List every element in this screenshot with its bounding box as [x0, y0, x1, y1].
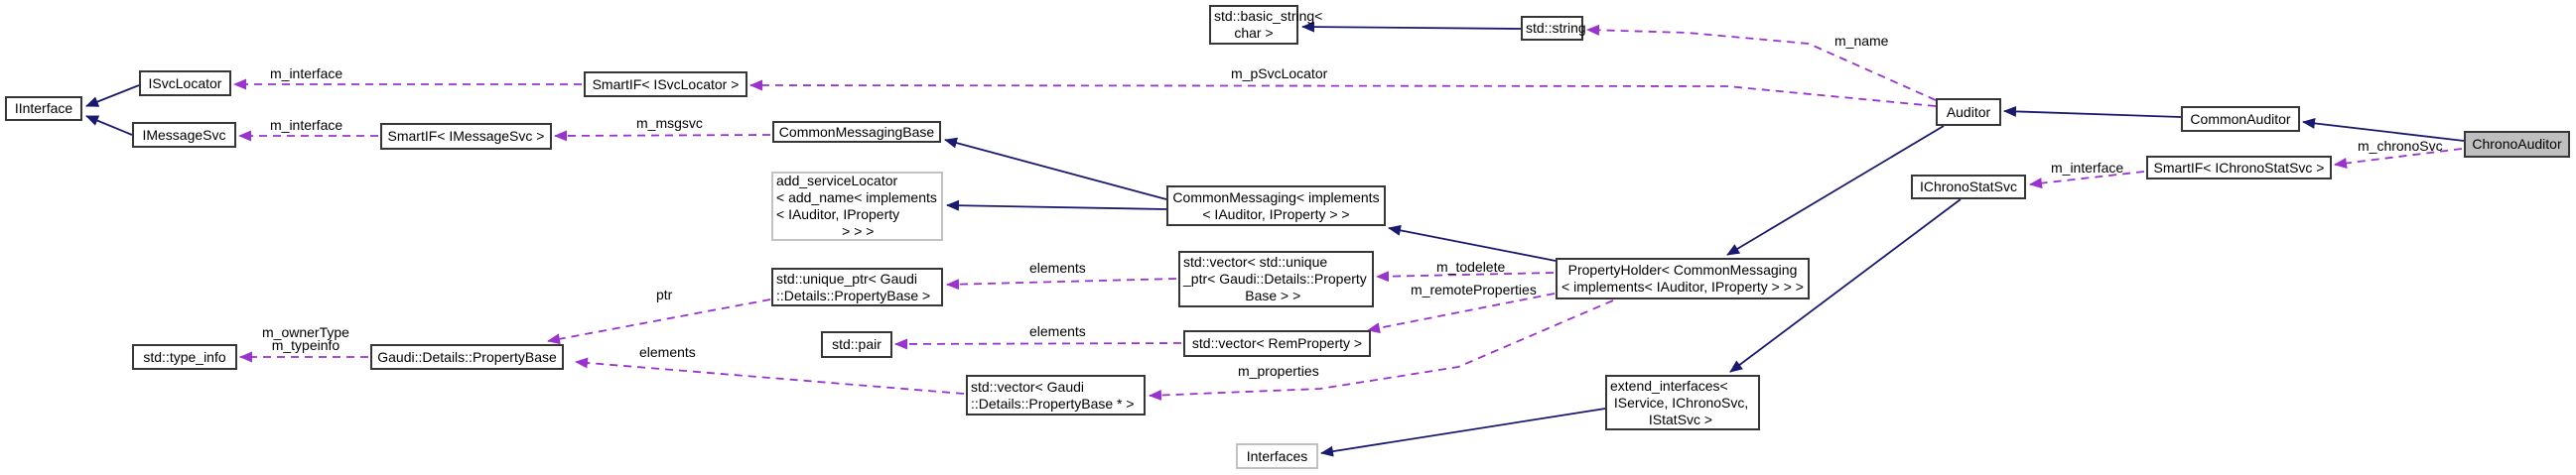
edge-label-smartifisvc-minterface: m_interface	[270, 65, 343, 81]
node-isvclocator[interactable]: ISvcLocator	[139, 70, 231, 96]
edge-label-ph-todelete: m_todelete	[1436, 259, 1506, 275]
edge-propertyholder-to-commonmessaging	[1388, 224, 1557, 262]
node-std-string[interactable]: std::string	[1521, 16, 1586, 41]
edge-label-smartifichrono-minterface: m_interface	[2051, 160, 2124, 176]
edge-vecunique-elements	[946, 278, 1177, 291]
edge-ph-todelete	[1376, 271, 1555, 283]
edge-imessagesvc-to-iinterface	[85, 115, 133, 136]
edge-ph-properties	[1149, 299, 1614, 402]
edge-label-ph-properties: m_properties	[1238, 363, 1319, 379]
edge-ichronostatsvc-to-extendinterfaces	[1729, 198, 1962, 373]
node-commonmessaging[interactable]: CommonMessaging< implements < IAuditor, …	[1166, 185, 1386, 226]
edge-ph-remoteproperties	[1367, 293, 1556, 334]
node-interfaces: Interfaces	[1236, 443, 1318, 469]
edge-vecrem-elements	[894, 338, 1182, 350]
edge-label-smartifimsg-minterface: m_interface	[270, 117, 343, 133]
edge-label-ph-remoteproperties: m_remoteProperties	[1411, 282, 1537, 297]
edge-extendinterfaces-to-interfaces	[1320, 408, 1606, 457]
edge-cmb-msgsvc	[554, 130, 771, 142]
edge-commonmessaging-to-addservicelocator	[946, 199, 1167, 211]
edge-chrono-chronosvc	[2334, 148, 2463, 169]
node-ichronostatsvc[interactable]: IChronoStatSvc	[1911, 175, 2026, 199]
edge-label-auditor-mname: m_name	[1834, 33, 1889, 49]
node-std-basic-string[interactable]: std::basic_string< char >	[1209, 5, 1322, 45]
edge-auditor-mname	[1586, 24, 1937, 101]
node-type-info[interactable]: std::type_info	[132, 344, 237, 370]
edge-label-uniqueptr-ptr: ptr	[656, 287, 673, 302]
edge-uniqueptr-ptr	[547, 298, 771, 345]
node-chronoauditor[interactable]: ChronoAuditor	[2464, 131, 2570, 158]
edge-label-vecunique-elements: elements	[1029, 260, 1086, 276]
edge-smartifichrono-minterface	[2029, 171, 2145, 189]
node-smartif-imessagesvc[interactable]: SmartIF< IMessageSvc >	[380, 123, 552, 150]
node-smartif-isvclocator[interactable]: SmartIF< ISvcLocator >	[584, 71, 747, 97]
node-unique-ptr[interactable]: std::unique_ptr< Gaudi ::Details::Proper…	[771, 268, 943, 306]
node-commonmessagingbase[interactable]: CommonMessagingBase	[772, 121, 941, 143]
edge-label-chrono-chronosvc: m_chronoSvc	[2358, 138, 2443, 154]
node-auditor[interactable]: Auditor	[1936, 98, 2001, 126]
node-smartif-ichronostatsvc[interactable]: SmartIF< IChronoStatSvc >	[2146, 156, 2332, 179]
edge-label-pb-ownertype: m_ownerType m_typeinfo	[262, 324, 349, 353]
node-vector-propertybase[interactable]: std::vector< Gaudi ::Details::PropertyBa…	[966, 375, 1146, 416]
node-iinterface[interactable]: IInterface	[5, 96, 82, 121]
edge-auditor-to-propertyholder	[1726, 125, 1945, 256]
node-extend-interfaces[interactable]: extend_interfaces< IService, IChronoSvc,…	[1605, 375, 1760, 430]
edge-label-vecrem-elements: elements	[1029, 323, 1086, 339]
edge-isvclocator-to-iinterface	[85, 84, 140, 107]
edge-vecpb-elements	[575, 357, 965, 395]
node-imessagesvc[interactable]: IMessageSvc	[132, 122, 236, 148]
node-std-pair[interactable]: std::pair	[821, 331, 892, 358]
edge-label-vecpb-elements: elements	[639, 344, 696, 360]
node-propertyholder[interactable]: PropertyHolder< CommonMessaging < implem…	[1556, 258, 1810, 299]
edge-label-cmb-msgsvc: m_msgsvc	[636, 115, 703, 131]
node-commonauditor[interactable]: CommonAuditor	[2181, 106, 2300, 132]
node-add-servicelocator: add_serviceLocator < add_name< implement…	[771, 172, 943, 241]
edge-commonmessaging-to-base	[944, 137, 1167, 200]
edge-label-auditor-psvclocator: m_pSvcLocator	[1231, 65, 1328, 81]
node-vector-remproperty[interactable]: std::vector< RemProperty >	[1183, 330, 1371, 357]
node-propertybase[interactable]: Gaudi::Details::PropertyBase	[370, 344, 564, 370]
edge-chronoauditor-to-commonauditor	[2302, 117, 2465, 142]
edge-commonauditor-to-auditor	[2003, 105, 2182, 118]
node-vector-unique-ptr[interactable]: std::vector< std::unique _ptr< Gaudi::De…	[1178, 251, 1374, 307]
edge-string-to-basicstring	[1301, 21, 1522, 33]
edge-auditor-psvclocator	[749, 79, 1937, 107]
